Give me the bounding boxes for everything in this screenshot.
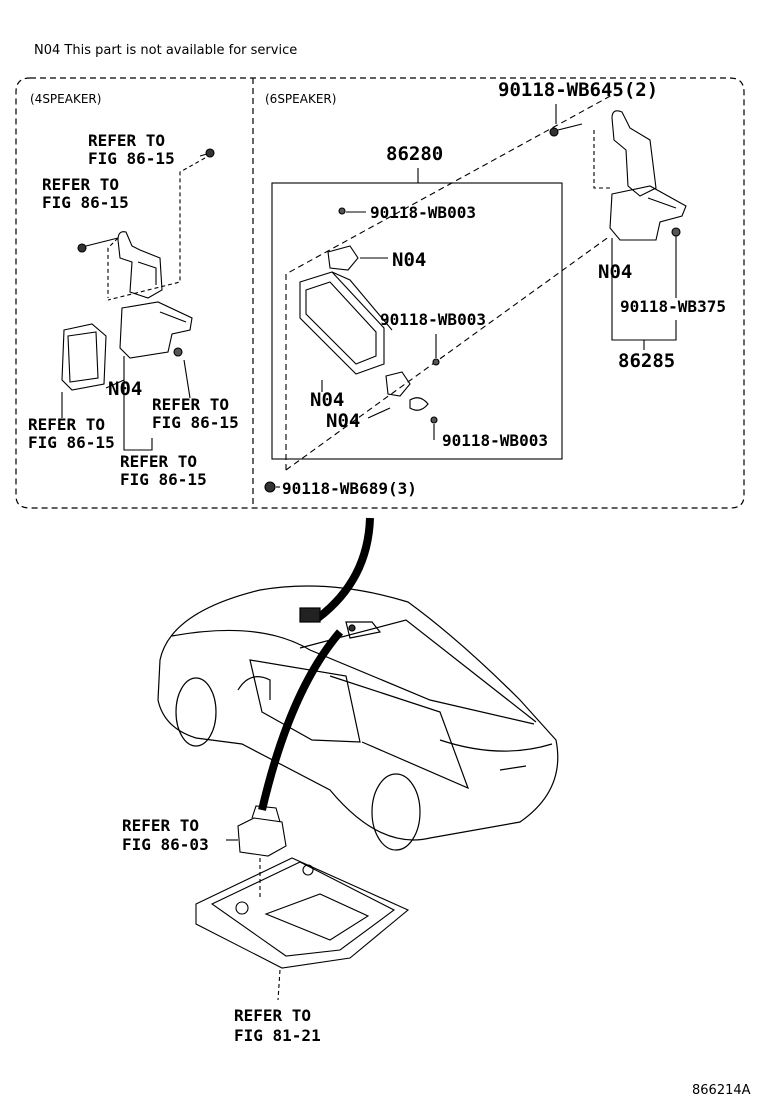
left-labels: REFER TO FIG 86-15 REFER TO FIG 86-15 N0… bbox=[28, 131, 239, 489]
lower-bracket-6spk bbox=[609, 185, 687, 241]
n04-right-label: N04 bbox=[598, 261, 632, 283]
refer-switch-line2: FIG 86-03 bbox=[122, 835, 209, 854]
nut-689-label: 90118-WB689(3) bbox=[282, 479, 417, 498]
header-note: N04 This part is not available for servi… bbox=[34, 43, 297, 58]
part-86280-label: 86280 bbox=[386, 143, 443, 165]
screw-icon bbox=[671, 227, 681, 298]
roof-console-marker bbox=[299, 607, 321, 623]
section-title-6speaker: (6SPEAKER) bbox=[265, 92, 336, 106]
amplifier-module-left bbox=[61, 323, 107, 391]
part-86285-label: 86285 bbox=[618, 350, 675, 372]
screw-003-c-label: 90118-WB003 bbox=[442, 431, 548, 450]
screw-icon bbox=[430, 416, 438, 440]
right-labels: 90118-WB645(2) 86280 90118-WB003 N04 N04… bbox=[282, 79, 726, 498]
screw-icon bbox=[338, 207, 366, 215]
refer-console-line2: FIG 81-21 bbox=[234, 1026, 321, 1045]
part-86280-box bbox=[271, 182, 563, 460]
n04-bracket-label: N04 bbox=[392, 249, 426, 271]
refer-l4-line2: FIG 86-15 bbox=[28, 433, 115, 452]
screw-003-a-label: 90118-WB003 bbox=[370, 203, 476, 222]
lower-bracket bbox=[119, 301, 193, 359]
screw-003-b-label: 90118-WB003 bbox=[380, 310, 486, 329]
left-parts-drawing bbox=[61, 148, 215, 451]
bolt-icon bbox=[549, 104, 583, 137]
bolt-icon bbox=[77, 237, 119, 253]
refer-l5-line2: FIG 86-15 bbox=[120, 470, 207, 489]
screw-375-label: 90118-WB375 bbox=[620, 297, 726, 316]
bolt-645-label: 90118-WB645(2) bbox=[498, 79, 658, 101]
figure-id: 866214A bbox=[692, 1083, 751, 1098]
screw-icon bbox=[173, 347, 183, 357]
screw-icon bbox=[432, 334, 440, 366]
refer-console-line1: REFER TO bbox=[234, 1006, 311, 1025]
switch-labels: REFER TO FIG 86-03 REFER TO FIG 81-21 bbox=[122, 816, 321, 1045]
small-bracket bbox=[327, 245, 359, 271]
upper-bracket-6spk bbox=[611, 110, 657, 197]
refer-l3-line2: FIG 86-15 bbox=[152, 413, 239, 432]
refer-l4-line1: REFER TO bbox=[28, 415, 105, 434]
right-parts-drawing bbox=[264, 93, 687, 493]
refer-switch-line1: REFER TO bbox=[122, 816, 199, 835]
section-frame bbox=[15, 77, 745, 509]
n04-left-label: N04 bbox=[108, 378, 142, 400]
upper-bracket bbox=[117, 231, 163, 299]
refer-l3-line1: REFER TO bbox=[152, 395, 229, 414]
n04-amp-label: N04 bbox=[310, 389, 344, 411]
n04-small-label: N04 bbox=[326, 410, 360, 432]
switch-part bbox=[237, 817, 287, 857]
refer-l5-line1: REFER TO bbox=[120, 452, 197, 471]
refer-l1-line2: FIG 86-15 bbox=[88, 149, 175, 168]
refer-l2-line2: FIG 86-15 bbox=[42, 193, 129, 212]
refer-l2-line1: REFER TO bbox=[42, 175, 119, 194]
refer-l1-line1: REFER TO bbox=[88, 131, 165, 150]
car-drawing bbox=[157, 517, 559, 851]
switch-and-console bbox=[195, 805, 410, 1001]
section-title-4speaker: (4SPEAKER) bbox=[30, 92, 101, 106]
screw-icon bbox=[199, 148, 215, 158]
overhead-console bbox=[195, 857, 410, 969]
nut-icon bbox=[264, 481, 280, 493]
